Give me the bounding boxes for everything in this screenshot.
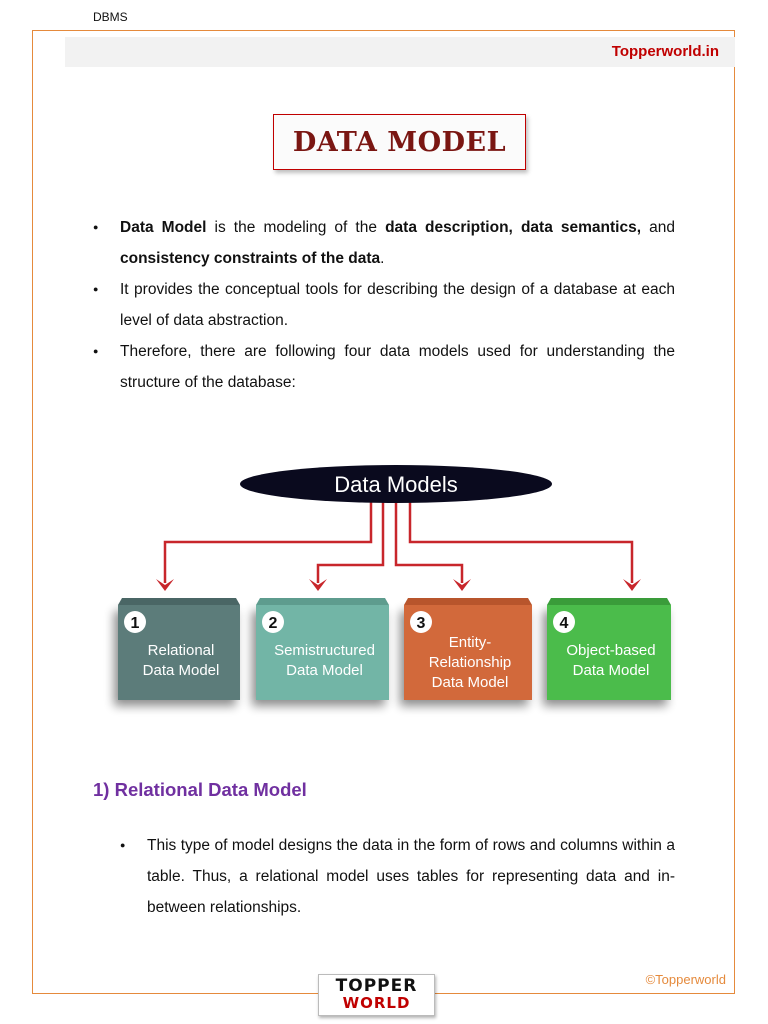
model-box-label: Data Model xyxy=(573,662,650,679)
number-badge-label: 2 xyxy=(269,615,278,632)
arrowhead-icon xyxy=(623,579,641,591)
bullet-text: Data Model is the modeling of the data d… xyxy=(120,212,675,274)
connector-line xyxy=(163,502,373,583)
model-box-label: Semistructured xyxy=(274,642,375,659)
bullet-dot-icon: ● xyxy=(93,284,99,294)
bold-phrase: Data Model xyxy=(120,219,207,236)
bullet-text: Therefore, there are following four data… xyxy=(120,336,675,398)
text-phrase: is the modeling of the xyxy=(206,219,386,236)
bullet-text: This type of model designs the data in t… xyxy=(147,837,675,916)
text-phrase: It provides the conceptual tools for des… xyxy=(120,281,675,329)
root-ellipse xyxy=(240,465,552,503)
model-box-top xyxy=(404,598,532,605)
number-badge xyxy=(124,611,146,633)
section-heading: 1) Relational Data Model xyxy=(93,779,307,800)
number-badge-label: 1 xyxy=(131,615,140,632)
bullet-dot-icon: ● xyxy=(93,346,99,356)
header-doc-label: DBMS xyxy=(93,10,128,24)
connector-line xyxy=(408,502,634,583)
logo-text-top: TOPPER xyxy=(335,976,418,996)
number-badge-label: 4 xyxy=(560,615,569,632)
root-label: Data Models xyxy=(334,472,458,497)
arrowhead-icon xyxy=(453,579,471,591)
brand-site-link[interactable]: Topperworld.in xyxy=(611,43,719,60)
text-phrase: . xyxy=(380,250,385,267)
arrowhead-icon xyxy=(309,579,327,591)
intro-bullet-item: ● Therefore, there are following four dat… xyxy=(93,336,675,398)
bold-phrase: consistency constraints of the data xyxy=(120,250,381,267)
number-badge-label: 3 xyxy=(417,615,426,632)
title-box: DATA MODEL xyxy=(273,114,526,170)
model-box-label: Relationship xyxy=(429,654,512,671)
section-bullet-item: ● This type of model designs the data in … xyxy=(120,830,675,923)
text-phrase: and xyxy=(641,219,675,236)
section-bullet-list: ● This type of model designs the data in … xyxy=(120,830,675,923)
model-box-top xyxy=(256,598,389,605)
model-box-top xyxy=(118,598,240,605)
model-box-label: Object-based xyxy=(566,642,655,659)
connector-line xyxy=(316,502,385,583)
number-badge xyxy=(553,611,575,633)
brand-bar: Topperworld.in xyxy=(65,37,735,67)
model-box-label: Relational xyxy=(148,642,215,659)
bullet-dot-icon: ● xyxy=(93,222,99,232)
footer-copyright: ©Topperworld xyxy=(645,972,726,987)
connector-line xyxy=(394,502,464,583)
intro-bullet-list: ● Data Model is the modeling of the data … xyxy=(93,212,675,398)
topperworld-logo: TOPPER WORLD xyxy=(318,974,435,1016)
text-phrase: Therefore, there are following four data… xyxy=(120,343,675,391)
logo-text-bottom: WORLD xyxy=(342,994,411,1012)
number-badge xyxy=(410,611,432,633)
bold-phrase: data description, data semantics, xyxy=(385,219,642,236)
bullet-text: It provides the conceptual tools for des… xyxy=(120,274,675,336)
model-box-label: Data Model xyxy=(432,674,509,691)
intro-bullet-item: ● Data Model is the modeling of the data … xyxy=(93,212,675,274)
page-title: DATA MODEL xyxy=(292,126,507,158)
number-badge xyxy=(262,611,284,633)
model-box-label: Data Model xyxy=(286,662,363,679)
intro-bullet-item: ● It provides the conceptual tools for de… xyxy=(93,274,675,336)
bullet-dot-icon: ● xyxy=(120,840,126,850)
model-box-label: Data Model xyxy=(143,662,220,679)
model-box-label: Entity- xyxy=(449,634,492,651)
arrowhead-icon xyxy=(156,579,174,591)
model-box-top xyxy=(547,598,671,605)
